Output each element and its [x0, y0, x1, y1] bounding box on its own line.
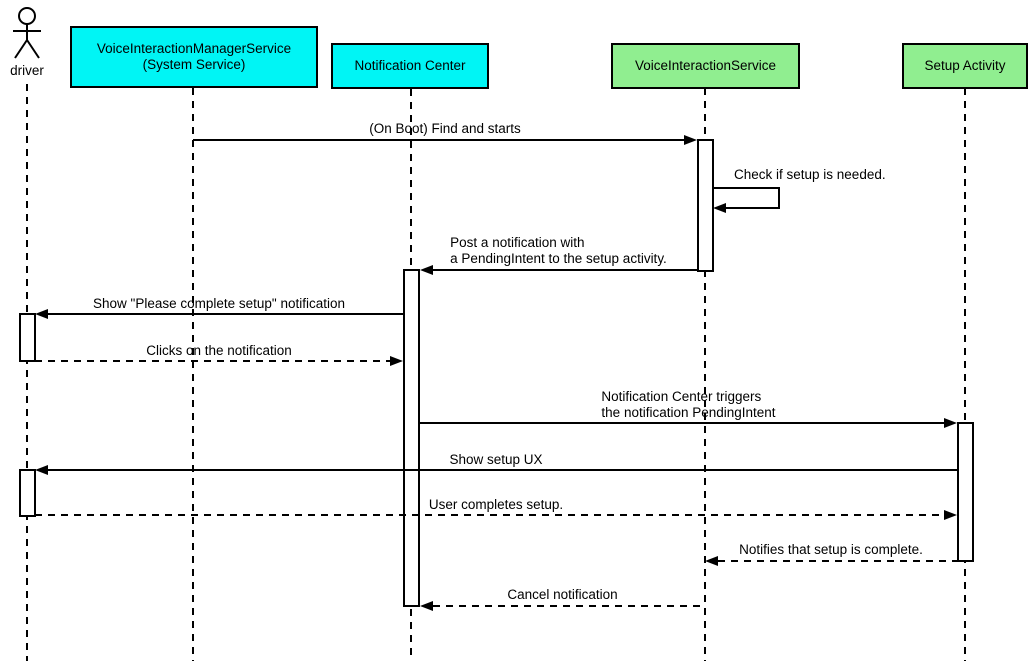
message-line-dashed [35, 514, 944, 516]
participant-voice-interaction-service: VoiceInteractionService [611, 43, 800, 89]
message-line-dashed [718, 560, 957, 562]
arrowhead-left-icon [420, 265, 433, 275]
self-message-side-line [778, 187, 780, 209]
lifeline-setup-activity [964, 88, 966, 661]
lifeline-voice-interaction-service [704, 88, 706, 661]
actor-label: driver [10, 63, 44, 78]
message-line-dashed [433, 605, 705, 607]
arrowhead-right-icon [944, 510, 957, 520]
message-label: Show setup UX [449, 452, 543, 467]
message-label: Clicks on the notification [146, 343, 292, 358]
message-label: Notification Center triggers the notific… [601, 389, 776, 420]
self-message-top-line [713, 187, 780, 189]
message-line-dashed [35, 360, 390, 362]
message-label-wrap: Notification Center triggers the notific… [420, 389, 957, 420]
message-line [433, 269, 697, 271]
message-line [420, 422, 944, 424]
actor-icon [13, 7, 41, 59]
message-label: Check if setup is needed. [734, 167, 886, 182]
message-label: (On Boot) Find and starts [369, 121, 521, 136]
participant-notification-center: Notification Center [331, 43, 489, 89]
message-line [48, 313, 403, 315]
arrowhead-right-icon [944, 418, 957, 428]
arrowhead-right-icon [684, 135, 697, 145]
lifeline-driver [26, 84, 28, 661]
message-label: User completes setup. [428, 497, 564, 512]
message-label: Post a notification with a PendingIntent… [450, 235, 667, 266]
message-label-wrap: Post a notification with a PendingIntent… [420, 235, 697, 266]
activation-setup-activity [957, 422, 974, 562]
self-message-bottom-line [726, 207, 780, 209]
message-label: Show "Please complete setup" notificatio… [93, 296, 345, 311]
arrowhead-right-icon [390, 356, 403, 366]
message-line [193, 139, 684, 141]
participant-voice-interaction-manager-service: VoiceInteractionManagerService (System S… [70, 26, 318, 88]
activation-driver-1 [19, 313, 36, 362]
arrowhead-left-icon [705, 556, 718, 566]
activation-driver-2 [19, 469, 36, 517]
arrowhead-left-icon [35, 465, 48, 475]
participant-setup-activity: Setup Activity [902, 43, 1028, 89]
message-label: Cancel notification [507, 587, 618, 602]
arrowhead-left-icon [35, 309, 48, 319]
activation-notification-center [403, 269, 420, 607]
activation-voice-interaction-service [697, 139, 714, 272]
message-label: Notifies that setup is complete. [739, 542, 923, 557]
arrowhead-left-icon [420, 601, 433, 611]
arrowhead-left-icon [713, 203, 726, 213]
message-line [48, 469, 957, 471]
lifeline-voice-interaction-manager-service [192, 88, 194, 661]
